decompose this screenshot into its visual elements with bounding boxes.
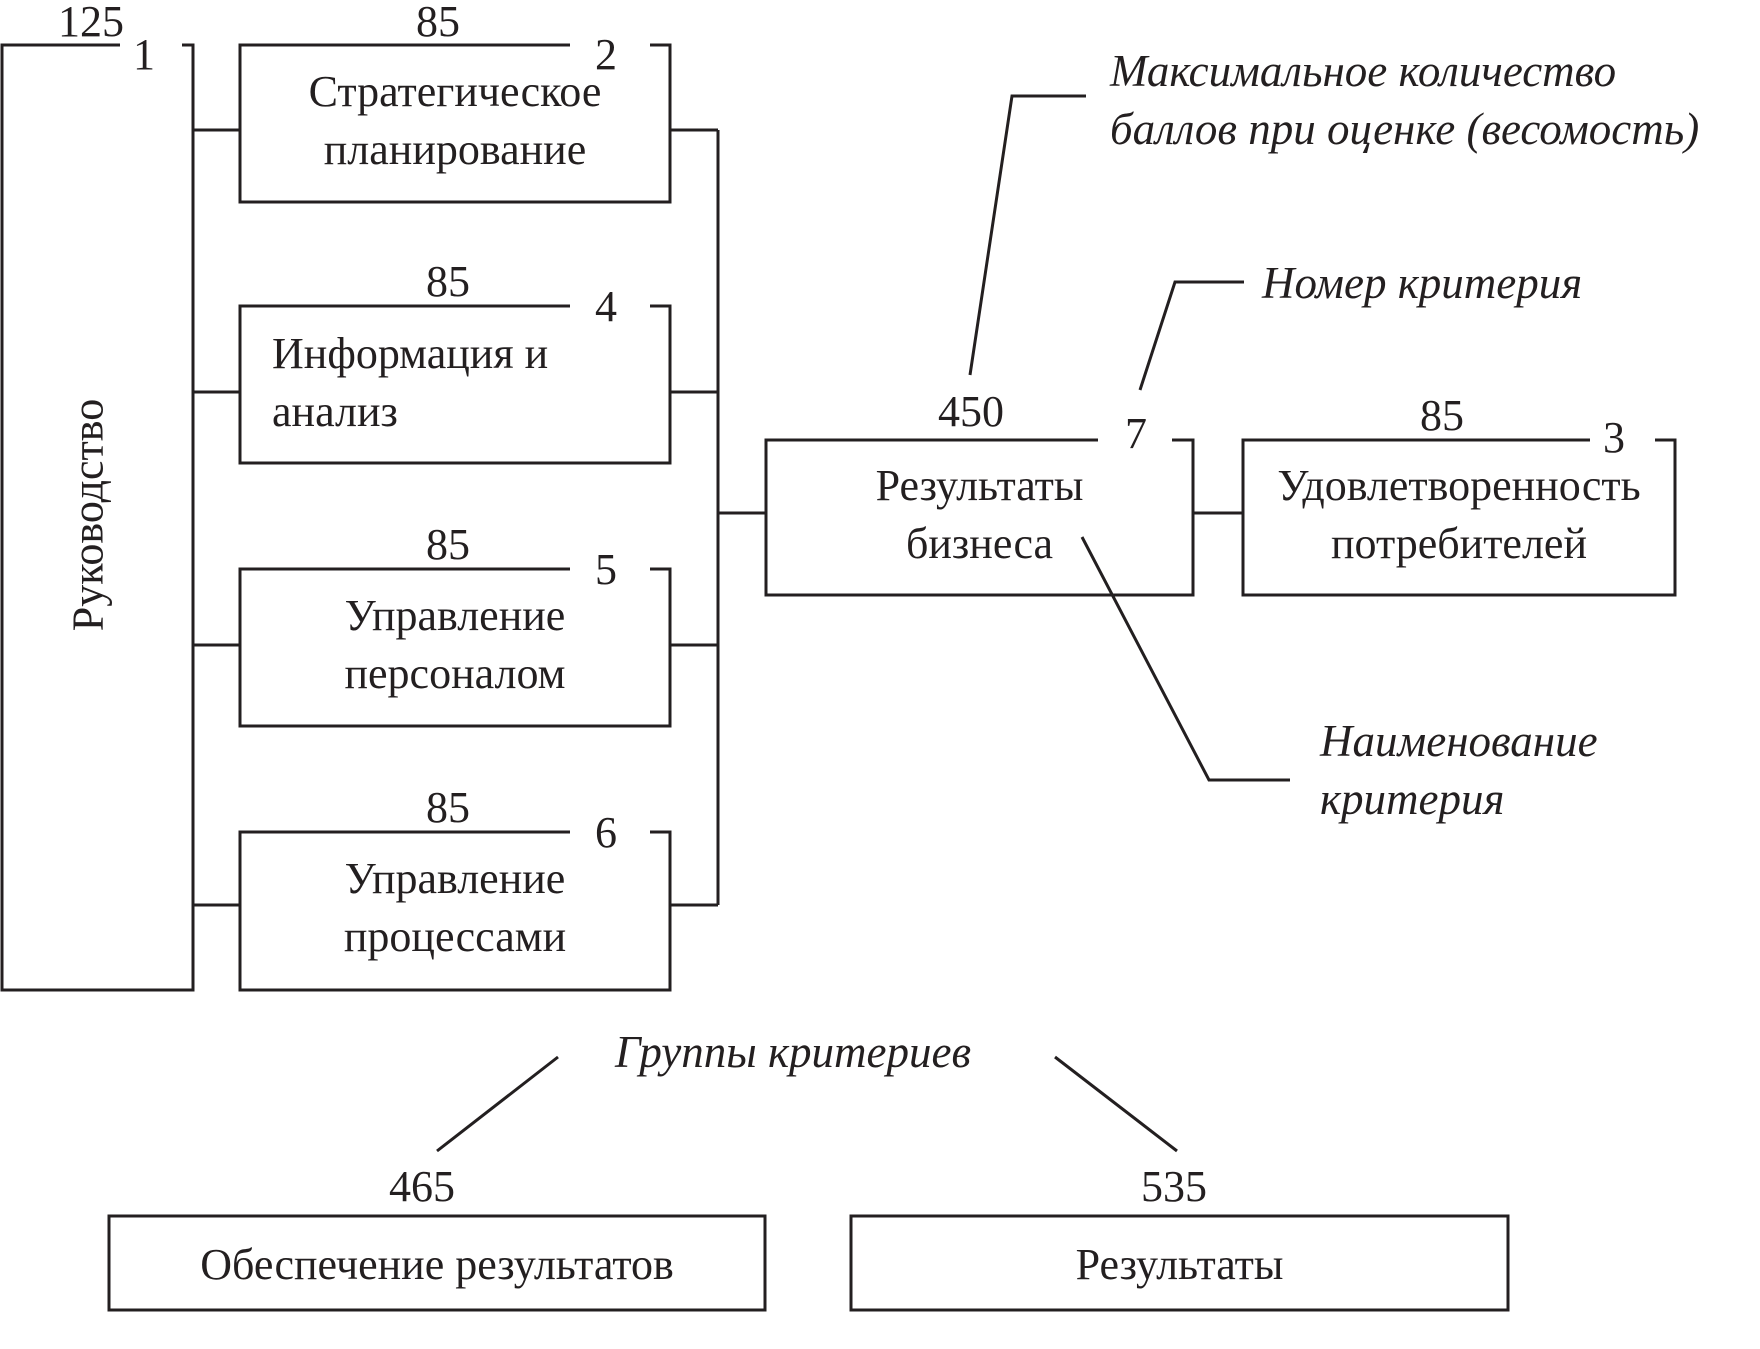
process-label: Управление процессами xyxy=(240,850,670,966)
personnel-label: Управление персоналом xyxy=(240,587,670,703)
personnel-line1: Управление xyxy=(344,591,566,640)
leadership-label: Руководство xyxy=(63,398,113,632)
annotation-max-points-line2: баллов при оценке (весомость) xyxy=(1110,104,1700,154)
business-number: 7 xyxy=(1125,409,1147,458)
group-line-right xyxy=(1054,1055,1178,1153)
annotation-max-points: Максимальное количество баллов при оценк… xyxy=(1110,42,1699,158)
strategic-number: 2 xyxy=(595,30,617,79)
group-line-left xyxy=(436,1055,559,1153)
info-line1: Информация и xyxy=(272,329,549,378)
business-label: Результаты бизнеса xyxy=(766,457,1193,573)
callout-number xyxy=(1138,280,1244,391)
customer-box xyxy=(1241,438,1677,597)
process-line1: Управление xyxy=(344,854,566,903)
callout-name xyxy=(1080,536,1290,782)
results-weight: 535 xyxy=(1141,1162,1207,1211)
annotation-criterion-name-line1: Наименование xyxy=(1320,716,1598,766)
callout-max-points xyxy=(968,94,1086,376)
strategic-weight: 85 xyxy=(416,0,460,46)
personnel-line2: персоналом xyxy=(344,649,566,698)
customer-number: 3 xyxy=(1603,413,1625,462)
business-line1: Результаты xyxy=(875,461,1084,510)
enablers-box xyxy=(107,1214,767,1312)
results-box xyxy=(849,1214,1510,1312)
process-weight: 85 xyxy=(426,783,470,832)
personnel-number: 5 xyxy=(595,545,617,594)
info-number: 4 xyxy=(595,282,617,331)
info-box xyxy=(238,304,672,465)
process-number: 6 xyxy=(595,808,617,857)
leadership-box xyxy=(0,43,195,992)
leadership-number: 1 xyxy=(133,30,155,79)
business-weight: 450 xyxy=(938,387,1004,436)
info-line2: анализ xyxy=(272,387,398,436)
annotation-criterion-name: Наименование критерия xyxy=(1320,712,1598,828)
customer-label: Удовлетворенность потребителей xyxy=(1243,457,1675,573)
annotation-groups: Группы критериев xyxy=(615,1027,971,1077)
info-weight: 85 xyxy=(426,257,470,306)
enablers-label: Обеспечение результатов xyxy=(200,1240,674,1289)
strategic-line2: планирование xyxy=(323,125,587,174)
business-box xyxy=(764,438,1195,597)
enablers-weight: 465 xyxy=(389,1162,455,1211)
annotation-max-points-line1: Максимальное количество xyxy=(1110,46,1617,96)
annotation-criterion-name-line2: критерия xyxy=(1320,774,1505,824)
customer-line1: Удовлетворенность xyxy=(1277,461,1641,510)
annotation-criterion-number: Номер критерия xyxy=(1262,258,1583,308)
personnel-weight: 85 xyxy=(426,520,470,569)
customer-weight: 85 xyxy=(1420,391,1464,440)
strategic-box xyxy=(238,43,672,204)
leadership-weight: 125 xyxy=(58,0,124,46)
process-box xyxy=(238,830,672,992)
strategic-line1: Стратегическое xyxy=(308,67,602,116)
customer-line2: потребителей xyxy=(1331,519,1587,568)
strategic-label: Стратегическое планирование xyxy=(240,63,670,179)
process-line2: процессами xyxy=(343,912,567,961)
results-label: Результаты xyxy=(1075,1240,1284,1289)
personnel-box xyxy=(238,567,672,728)
info-label: Информация и анализ xyxy=(272,325,548,441)
business-line2: бизнеса xyxy=(905,519,1054,568)
